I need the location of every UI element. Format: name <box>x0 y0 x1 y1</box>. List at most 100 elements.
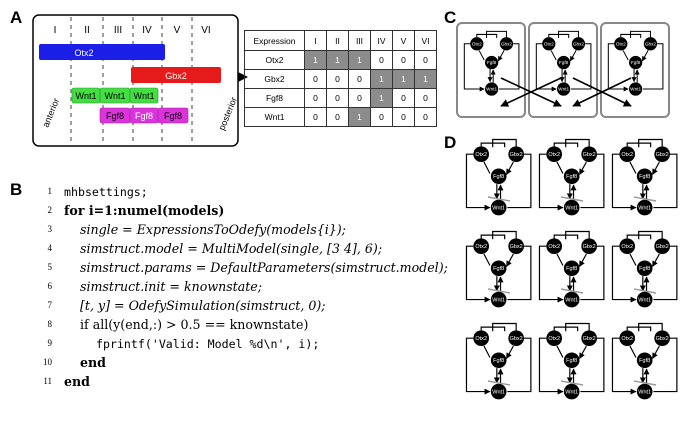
activation-edge <box>651 345 660 359</box>
fgf8-bar-label: Fgf8 <box>135 111 153 121</box>
perturbation-mark <box>633 380 657 386</box>
line-number: 6 <box>47 281 53 291</box>
otx2-node-label: Otx2 <box>548 244 560 250</box>
gbx2-bar-label: Gbx2 <box>165 71 187 81</box>
code-text: fprintf('Valid: Model %d\n', i); <box>96 337 320 351</box>
gbx2-node-label: Gbx2 <box>645 41 657 46</box>
perturbation-mark <box>633 288 657 294</box>
repression-edge <box>483 161 491 174</box>
gbx2-node <box>581 330 597 347</box>
perturbation-mark <box>560 196 584 202</box>
otx2-node-label: Otx2 <box>616 41 626 46</box>
wnt1-bar-label: Wnt1 <box>133 91 154 101</box>
activation-edge <box>463 43 485 92</box>
repression-edge <box>486 30 507 38</box>
gbx2-node <box>499 37 514 51</box>
table-row-gene: Otx2 <box>244 50 305 70</box>
table-cell: 0 <box>326 88 349 108</box>
panel-label-d: D <box>444 133 457 152</box>
gbx2-node <box>581 146 597 163</box>
activation-edge <box>538 153 564 211</box>
code-text: for i=1:numel(models) <box>64 203 225 218</box>
repression-edge <box>483 253 491 266</box>
expression-domain-diagram: I II III IV V VI Otx2 Gbx2 Wnt1 Wnt1 Wnt… <box>32 14 239 147</box>
wnt1-node <box>563 291 580 308</box>
table-row-gene: Wnt1 <box>244 107 305 127</box>
repression-edge <box>653 245 678 301</box>
fgf8-node <box>490 168 507 185</box>
otx2-node-label: Otx2 <box>621 152 633 158</box>
activation-edge <box>465 153 491 211</box>
table-cell: 0 <box>414 50 437 70</box>
wnt1-node-label: Wnt1 <box>565 205 578 211</box>
repression-edge <box>550 50 557 61</box>
activation-edge <box>578 345 587 359</box>
line-number: 8 <box>47 319 53 329</box>
wnt1-bar-label: Wnt1 <box>104 91 125 101</box>
gbx2-node <box>654 330 670 347</box>
table-cell: 1 <box>370 69 393 89</box>
fgf8-node-label: Fgf8 <box>639 358 650 364</box>
fgf8-node-label: Fgf8 <box>566 174 577 180</box>
otx2-node <box>542 37 556 51</box>
arrow-to-table <box>238 72 248 82</box>
code-text: mhbsettings; <box>64 185 148 199</box>
table-cell: 1 <box>326 50 349 70</box>
table-cell: 0 <box>326 69 349 89</box>
region-label-5: V <box>174 25 181 36</box>
code-line: 7 [t, y] = OdefySimulation(simstruct, 0); <box>32 296 472 315</box>
activation-edge <box>538 337 564 395</box>
table-cell: 0 <box>326 107 349 127</box>
table-header: VI <box>414 30 437 51</box>
activation-edge <box>607 43 629 92</box>
table-cell: 0 <box>348 88 371 108</box>
line-number: 7 <box>47 300 53 310</box>
activation-edge <box>497 50 505 62</box>
code-text: [t, y] = OdefySimulation(simstruct, 0); <box>80 298 326 313</box>
repression-edge <box>565 138 590 148</box>
wnt1-node-label: Wnt1 <box>486 87 497 92</box>
repression-edge <box>653 337 678 393</box>
fgf8-bar-label: Fgf8 <box>164 111 182 121</box>
wnt1-node <box>484 82 499 96</box>
otx2-node <box>546 238 563 255</box>
activation-edge <box>505 253 514 267</box>
gbx2-node <box>654 146 670 163</box>
repression-edge <box>565 322 590 332</box>
table-header: IV <box>370 30 393 51</box>
gbx2-bar <box>131 67 221 83</box>
code-text: simstruct.init = knownstate; <box>80 279 262 294</box>
table-cell: 0 <box>392 88 415 108</box>
activation-edge <box>578 161 587 175</box>
wnt1-node-label: Wnt1 <box>638 205 651 211</box>
repression-edge <box>556 345 564 358</box>
gbx2-node <box>654 238 670 255</box>
fgf8-bar <box>157 107 189 124</box>
fgf8-node-label: Fgf8 <box>639 266 650 272</box>
coupling-arrow <box>572 77 632 107</box>
table-cell: 0 <box>304 107 327 127</box>
wnt1-node <box>490 199 507 216</box>
activation-edge <box>505 345 514 359</box>
perturbation-mark <box>560 288 584 294</box>
fgf8-node-label: Fgf8 <box>631 60 641 65</box>
wnt1-node <box>628 82 643 96</box>
perturbation-mark <box>560 380 584 386</box>
gbx2-node-label: Gbx2 <box>510 336 523 342</box>
perturbation-mark <box>633 196 657 202</box>
gbx2-node-label: Gbx2 <box>656 336 669 342</box>
otx2-node <box>546 146 563 163</box>
fgf8-node-label: Fgf8 <box>493 266 504 272</box>
otx2-node-label: Otx2 <box>544 41 554 46</box>
otx2-node-label: Otx2 <box>548 336 560 342</box>
gbx2-node-label: Gbx2 <box>656 244 669 250</box>
